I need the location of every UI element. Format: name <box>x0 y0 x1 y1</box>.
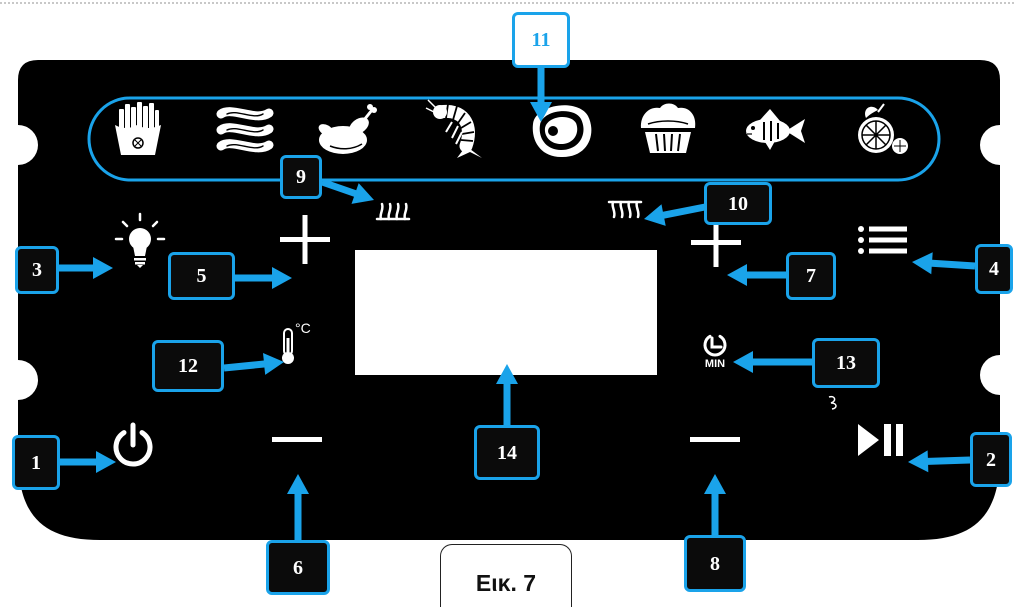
callout-5: 5 <box>168 252 235 300</box>
shrimp-icon <box>425 99 482 158</box>
callout-5-arrow <box>235 267 292 289</box>
callout-14: 14 <box>474 425 540 480</box>
muffin-icon <box>640 103 696 153</box>
callout-11: 11 <box>512 12 570 68</box>
thermometer-icon <box>282 328 294 364</box>
preset-icons <box>115 99 908 158</box>
callout-10: 10 <box>704 182 772 225</box>
timer-icon <box>703 334 727 357</box>
temp-plus-icon <box>280 215 330 264</box>
time-minus-icon <box>690 437 740 442</box>
bacon-icon <box>216 107 274 153</box>
callout-10-arrow <box>644 203 706 226</box>
callout-13: 13 <box>812 338 880 388</box>
small-mark <box>828 395 837 410</box>
callout-2: 2 <box>970 432 1012 487</box>
figure-caption-text: Εικ. 7 <box>475 569 537 596</box>
callout-7-arrow <box>727 264 786 286</box>
callout-9-arrow <box>320 178 374 204</box>
fish-icon <box>746 109 805 150</box>
callout-6-arrow <box>287 474 309 540</box>
callout-9: 9 <box>280 155 322 199</box>
callout-13-arrow <box>733 351 812 373</box>
callout-4-arrow <box>912 252 976 275</box>
steak-icon <box>532 105 592 158</box>
top-dotted-line <box>0 2 1014 4</box>
callout-3-arrow <box>59 257 113 279</box>
callout-11-arrow <box>530 68 552 122</box>
callout-8: 8 <box>684 535 746 592</box>
play-pause-icon <box>858 424 903 456</box>
fries-icon <box>115 102 161 155</box>
callout-8-arrow <box>704 474 726 535</box>
callout-1-arrow <box>60 451 116 473</box>
timer-unit-label: MIN <box>704 358 726 370</box>
temp-minus-icon <box>272 437 322 442</box>
menu-icon <box>858 226 907 254</box>
callout-arrows <box>59 68 976 540</box>
callout-12: 12 <box>152 340 224 392</box>
callout-12-arrow <box>223 353 284 375</box>
preset-programs-row <box>87 96 941 182</box>
vegetables-icon <box>858 103 908 154</box>
time-plus-icon <box>691 218 741 267</box>
callout-2-arrow <box>908 450 971 473</box>
display-screen <box>355 250 657 375</box>
temperature-unit-label: °C <box>295 320 311 336</box>
chicken-icon <box>318 104 377 154</box>
bottom-heat-icon <box>375 202 411 221</box>
callout-7: 7 <box>786 252 836 300</box>
callout-4: 4 <box>975 244 1013 294</box>
light-icon <box>114 212 166 268</box>
callout-3: 3 <box>15 246 59 294</box>
power-icon <box>113 422 153 467</box>
callout-1: 1 <box>12 435 60 490</box>
callout-6: 6 <box>266 540 330 595</box>
figure-caption: Εικ. 7 <box>440 544 572 607</box>
top-heat-icon <box>607 200 643 219</box>
callout-14-arrow <box>496 364 518 425</box>
